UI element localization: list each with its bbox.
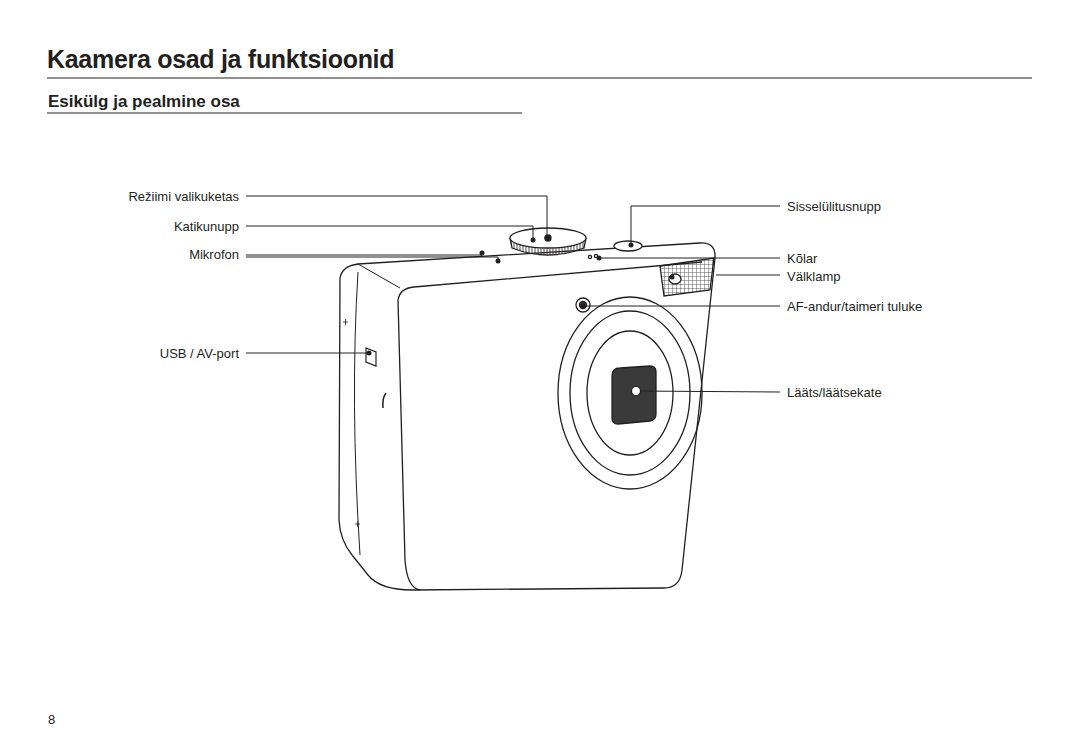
part-label: Katikunupp: [173, 220, 240, 233]
part-label: Režiimi valikuketas: [127, 190, 240, 203]
leader-dots: [367, 236, 675, 394]
page-title: Kaamera osad ja funktsioonid: [47, 47, 394, 72]
part-label: Sisselülitusnupp: [786, 200, 882, 213]
lens-dot: [632, 387, 641, 396]
page-number: 8: [47, 713, 56, 726]
part-label: Lääts/läätsekate: [786, 386, 883, 399]
part-label: AF-andur/taimeri tuluke: [786, 300, 923, 313]
subtitle-rule: [47, 113, 522, 114]
part-label: Kõlar: [786, 252, 818, 265]
title-rule: [47, 77, 1032, 78]
part-label: Mikrofon: [188, 248, 240, 261]
part-label: Välklamp: [786, 270, 841, 283]
part-label: USB / AV-port: [159, 347, 240, 360]
leader-lines: [246, 196, 780, 392]
section-heading: Esikülg ja pealmine osa: [47, 93, 241, 110]
camera-body: [339, 228, 715, 590]
